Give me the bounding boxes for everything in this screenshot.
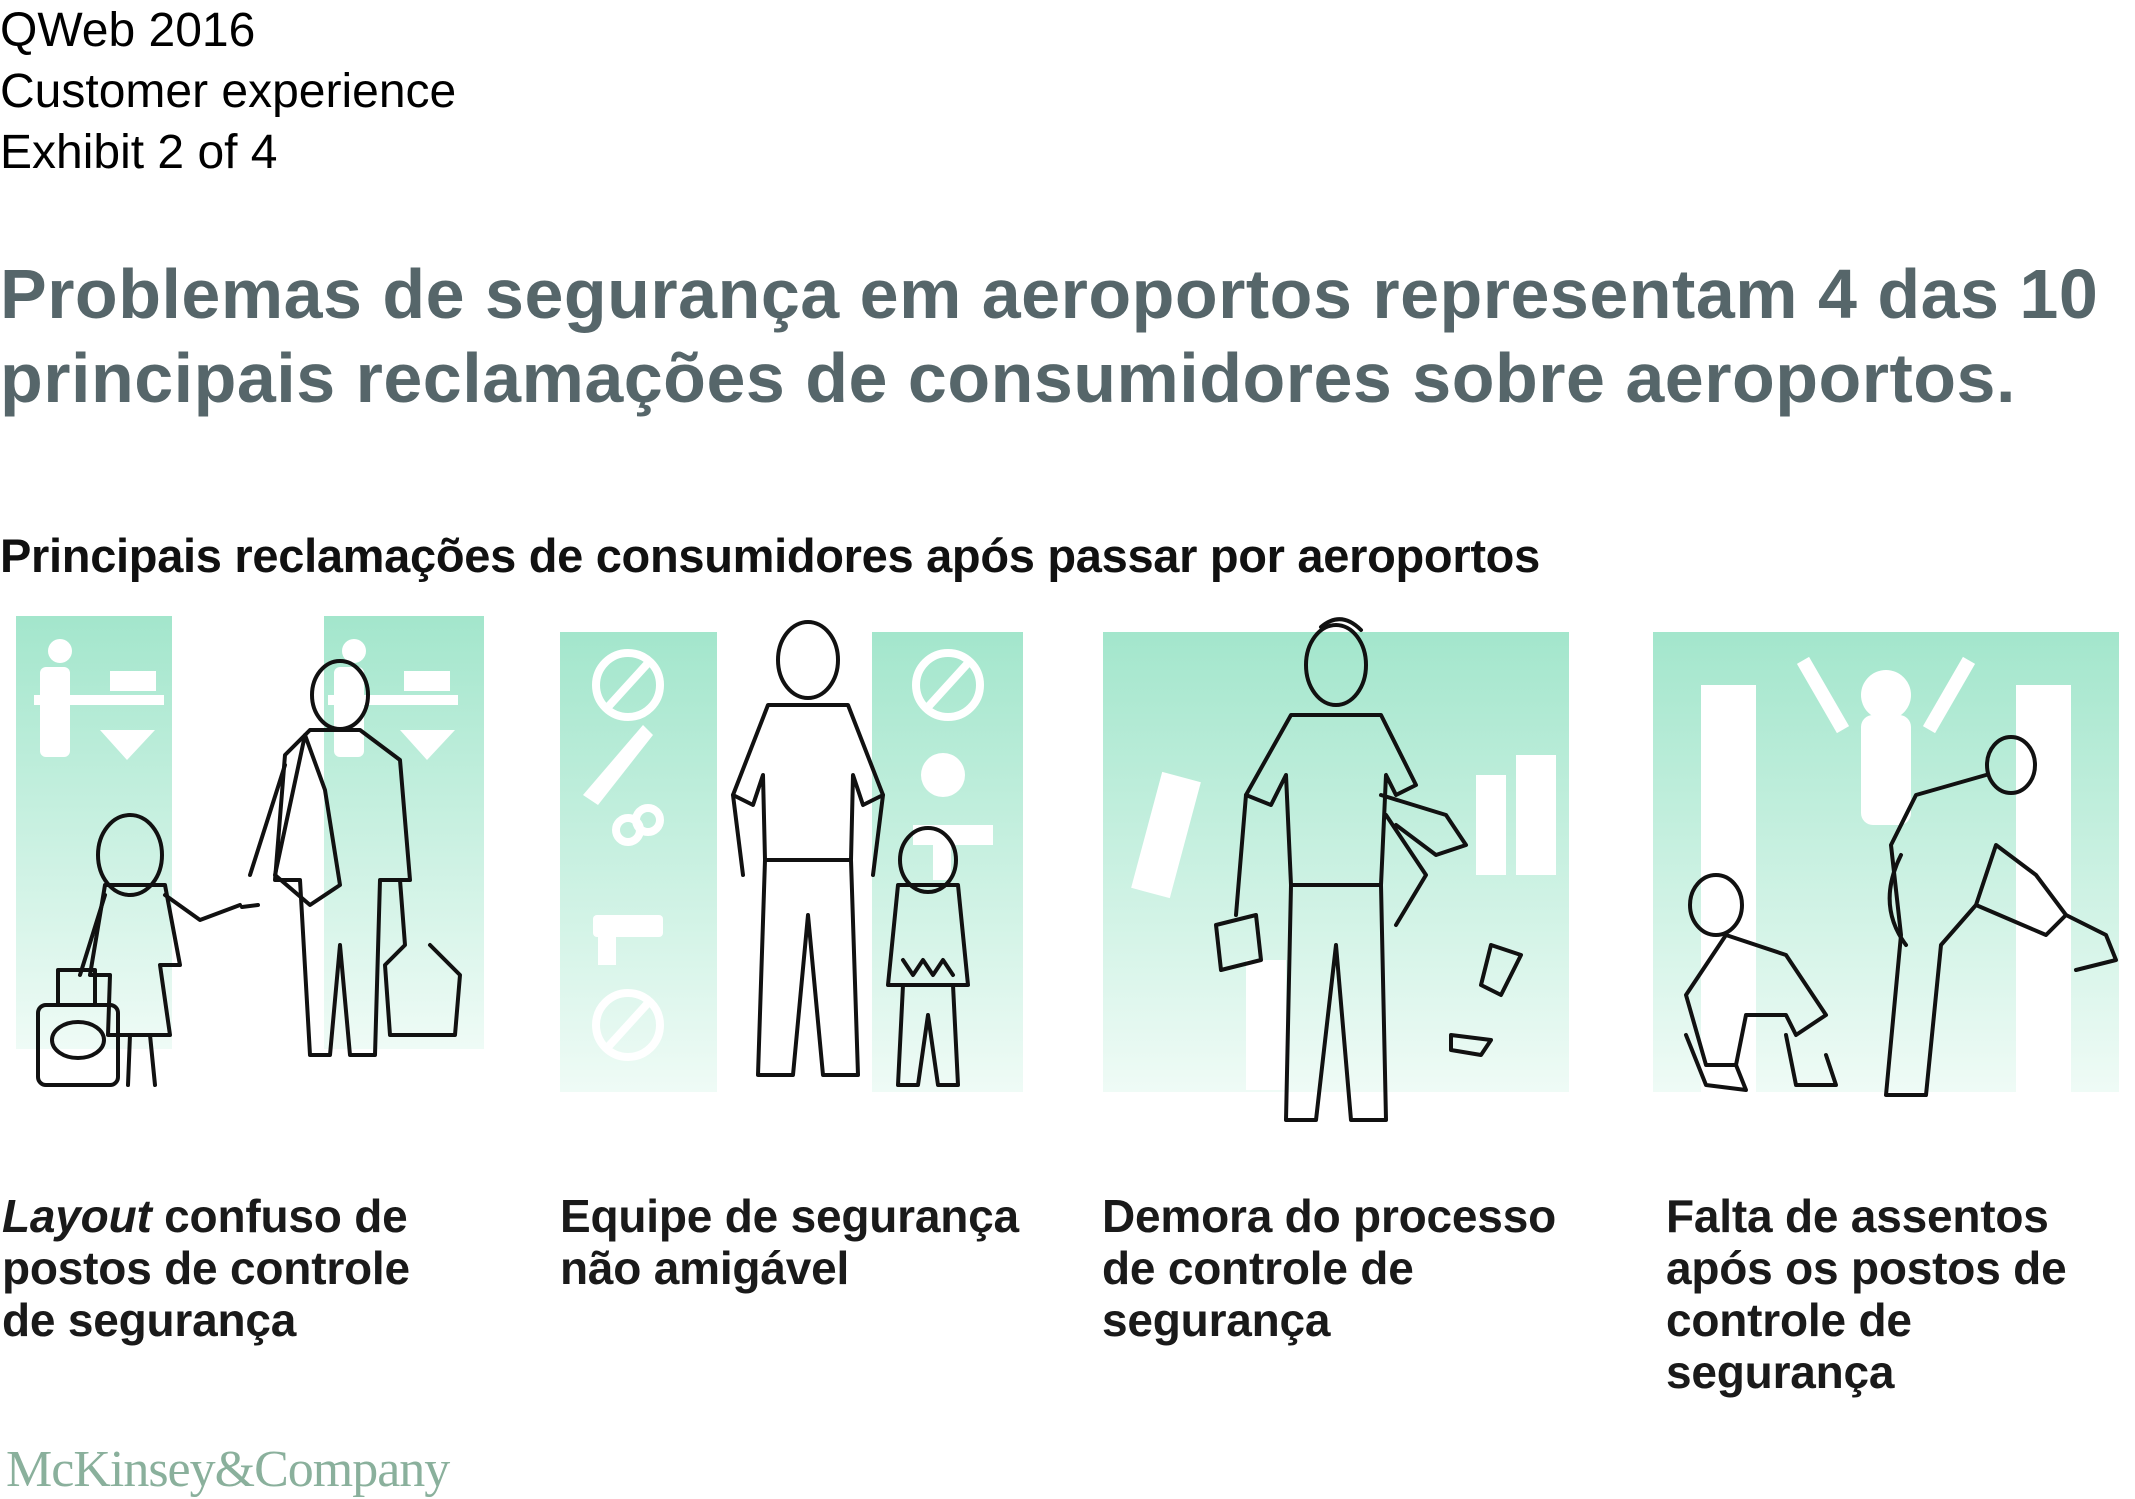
mckinsey-logo: McKinsey&Company [6, 1441, 450, 1498]
exhibit-subtitle: Principais reclamações de consumidores a… [0, 529, 1540, 582]
topic-label: Customer experience [0, 65, 457, 118]
complaint-caption-1-text: confuso de postos de controle de seguran… [2, 1190, 410, 1346]
exhibit-label: Exhibit 2 of 4 [0, 126, 278, 179]
source-label: QWeb 2016 [0, 4, 256, 57]
complaint-caption-2: Equipe de segurança não amigável [560, 1190, 1019, 1294]
complaint-caption-3: Demora do processo de controle de segura… [1102, 1190, 1556, 1346]
complaint-caption-4: Falta de assentos após os postos de cont… [1666, 1190, 2067, 1398]
exhibit-title: Problemas de segurança em aeroportos rep… [0, 255, 2099, 417]
man-carrying-belongings-illustration [1096, 615, 1576, 1160]
complaint-caption-1: Layout confuso de postos de controle de … [2, 1190, 422, 1346]
complaint-caption-1-italic: Layout [2, 1190, 152, 1242]
people-tying-shoes-illustration [1646, 615, 2126, 1160]
mother-child-walking-illustration [10, 615, 490, 1160]
security-officer-illustration [553, 615, 1033, 1160]
